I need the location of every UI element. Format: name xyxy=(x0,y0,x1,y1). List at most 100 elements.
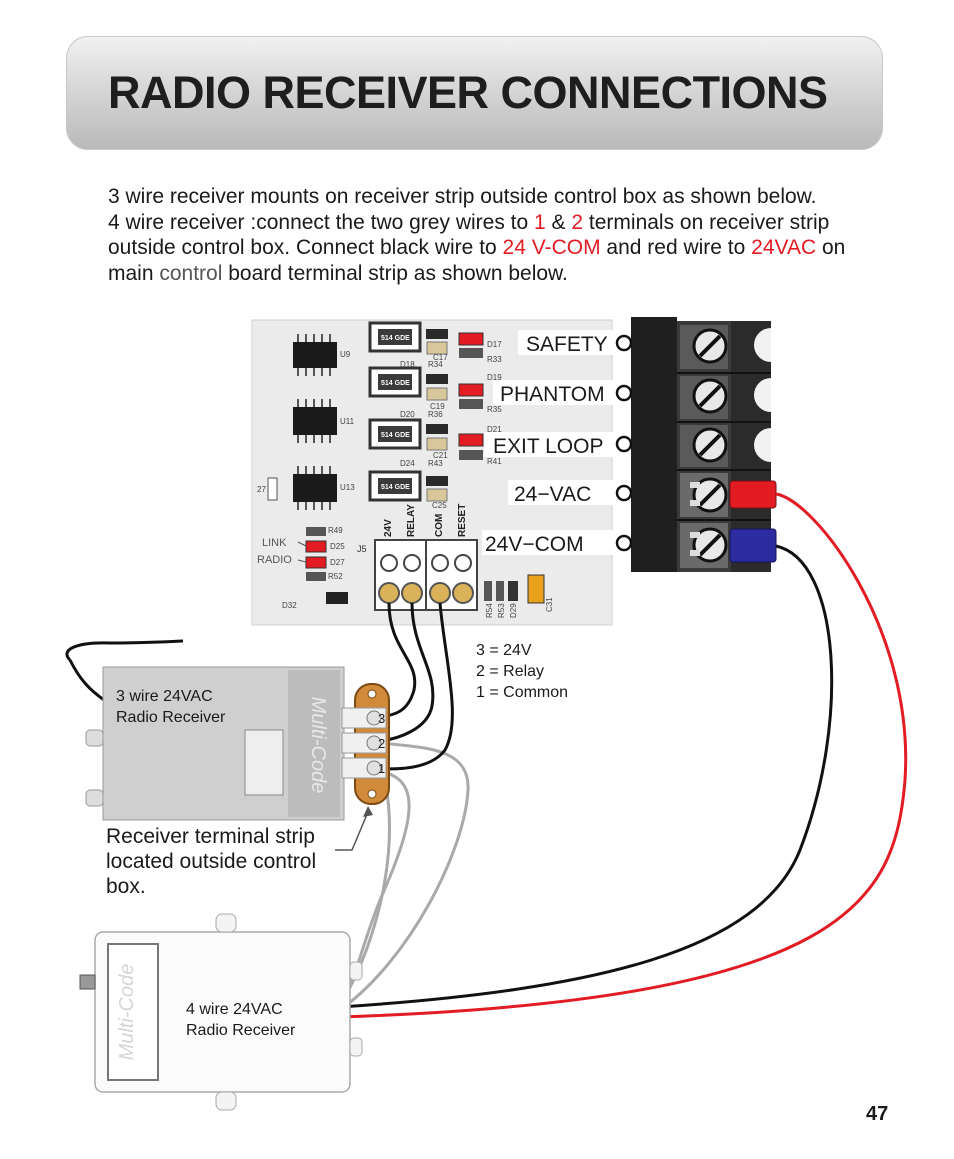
j5-legend: 3 = 24V 2 = Relay 1 = Common xyxy=(476,640,568,703)
ref-c25: C25 xyxy=(432,501,447,510)
j5-pin-relay: RELAY xyxy=(406,504,417,537)
ref-c19: C19 xyxy=(430,402,445,411)
led-label-link: LINK xyxy=(262,537,287,549)
page-title: RADIO RECEIVER CONNECTIONS xyxy=(108,67,828,118)
strip-caption: Receiver terminal strip located outside … xyxy=(106,824,316,899)
led-labels: LINK RADIO xyxy=(257,537,292,566)
intro-line2-b: terminals on receiver strip outside cont… xyxy=(108,210,830,260)
intro-line2-a: 4 wire receiver :connect the two grey wi… xyxy=(108,210,535,234)
receiver3-label: 3 wire 24VAC Radio Receiver xyxy=(116,686,225,728)
j5-pin-24v: 24V xyxy=(383,519,394,537)
receiver-terminal-strip xyxy=(341,683,390,805)
ref-d20: D20 xyxy=(400,410,415,419)
black-wire-j5-com xyxy=(371,602,454,771)
ref-d25: D25 xyxy=(330,542,345,551)
strip-number-1: 1 xyxy=(378,761,385,776)
terminal-label-text: SAFETY PHANTOM EXIT LOOP 24−VAC 24V−COM xyxy=(485,333,608,556)
ref-r52: R52 xyxy=(328,572,343,581)
control-word: control xyxy=(159,261,223,285)
receiver4-label: 4 wire 24VAC Radio Receiver xyxy=(186,999,295,1041)
red-wire xyxy=(339,492,908,1019)
black-wire-j5-24v xyxy=(371,602,417,720)
ref-d21: D21 xyxy=(487,425,502,434)
red-connector xyxy=(729,480,777,509)
receiver4-label-line1: 4 wire 24VAC xyxy=(186,1001,283,1018)
relay-mark-3: 514 GDE xyxy=(381,432,410,439)
terminal-1-ref: 1 xyxy=(534,210,546,234)
terminal-safety: SAFETY xyxy=(526,333,608,356)
ref-c17: C17 xyxy=(433,353,448,362)
strip-caption-line3: box. xyxy=(106,875,146,898)
terminal-block xyxy=(631,317,771,572)
ref-d29: D29 xyxy=(509,603,518,618)
legend-1: 1 = Common xyxy=(476,684,569,701)
strip-caption-arrow xyxy=(363,806,373,817)
ref-r33: R33 xyxy=(487,355,502,364)
ic-pins xyxy=(297,334,331,510)
terminal-2-ref: 2 xyxy=(571,210,584,234)
board-silkscreen: U9 U11 U13 D17 R33 C17 R34 D18 D19 R35 C… xyxy=(257,340,554,618)
relay-markings: 514 GDE 514 GDE 514 GDE 514 GDE xyxy=(381,335,410,491)
ref-r34: R34 xyxy=(428,360,443,369)
ref-r35: R35 xyxy=(487,405,502,414)
legend-2: 2 = Relay xyxy=(476,663,545,680)
ref-d17: D17 xyxy=(487,340,502,349)
relay-mark-4: 514 GDE xyxy=(381,484,410,491)
link-leader xyxy=(297,541,307,547)
passive-components xyxy=(267,329,545,604)
intro-line2-e: board terminal strip as shown below. xyxy=(222,261,568,285)
radio-leader xyxy=(297,559,307,563)
black-wire-j5-relay xyxy=(371,602,435,744)
intro-amp: & xyxy=(545,210,572,234)
j5-label: J5 xyxy=(357,544,367,554)
ref-r53: R53 xyxy=(497,603,506,618)
vac-ref: 24VAC xyxy=(751,236,817,259)
ref-u11: U11 xyxy=(340,417,355,426)
j5-header: J5 xyxy=(357,539,478,611)
receiver4-brand: Multi-Code xyxy=(116,964,138,1061)
ref-r49: R49 xyxy=(328,526,343,535)
receiver3-brand: Multi-Code xyxy=(307,697,329,794)
terminal-phantom: PHANTOM xyxy=(500,383,605,406)
legend-3: 3 = 24V xyxy=(476,642,532,659)
relay-mark-1: 514 GDE xyxy=(381,335,410,342)
receiver4-label-line2: Radio Receiver xyxy=(186,1022,296,1039)
terminal-labels xyxy=(482,330,618,555)
ref-c31: C31 xyxy=(545,597,554,612)
strip-caption-line2: located outside control xyxy=(106,850,317,873)
com-ref: 24 V-COM xyxy=(502,236,601,259)
strip-number-3: 3 xyxy=(378,711,385,726)
relays xyxy=(368,321,422,502)
ref-d27: D27 xyxy=(330,558,345,567)
ref-d19: D19 xyxy=(487,373,502,382)
ref-r54: R54 xyxy=(485,603,494,618)
j5-pin-labels: 24V RELAY COM RESET xyxy=(383,504,468,537)
ref-c21: C21 xyxy=(433,451,448,460)
terminal-screws xyxy=(615,334,633,552)
strip-numbers: 3 2 1 xyxy=(378,711,385,776)
ic-chips xyxy=(293,342,337,502)
strip-number-2: 2 xyxy=(378,736,385,751)
ref-d32: D32 xyxy=(282,601,297,610)
ref-d24: D24 xyxy=(400,459,415,468)
page-number: 47 xyxy=(866,1103,889,1125)
ref-u9: U9 xyxy=(340,350,351,359)
receiver3-label-line2: Radio Receiver xyxy=(116,709,226,726)
ref-r43: R43 xyxy=(428,459,443,468)
intro-line2-d: on main xyxy=(108,236,846,285)
receiver3-label-line1: 3 wire 24VAC xyxy=(116,688,213,705)
intro-line2-c: and red wire to xyxy=(600,236,752,259)
receiver4-case xyxy=(79,913,363,1111)
black-wire-main xyxy=(339,544,834,1009)
ref-r41: R41 xyxy=(487,457,502,466)
strip-caption-line1: Receiver terminal strip xyxy=(106,825,315,848)
terminal-exit-loop: EXIT LOOP xyxy=(493,435,604,458)
ref-d18: D18 xyxy=(400,360,415,369)
receiver3-case xyxy=(65,639,345,821)
ref-27: 27 xyxy=(257,485,266,494)
j5-pin-reset: RESET xyxy=(457,504,468,537)
j5-pin-com: COM xyxy=(434,514,445,537)
strip-caption-leader xyxy=(335,811,369,851)
ref-u13: U13 xyxy=(340,483,355,492)
